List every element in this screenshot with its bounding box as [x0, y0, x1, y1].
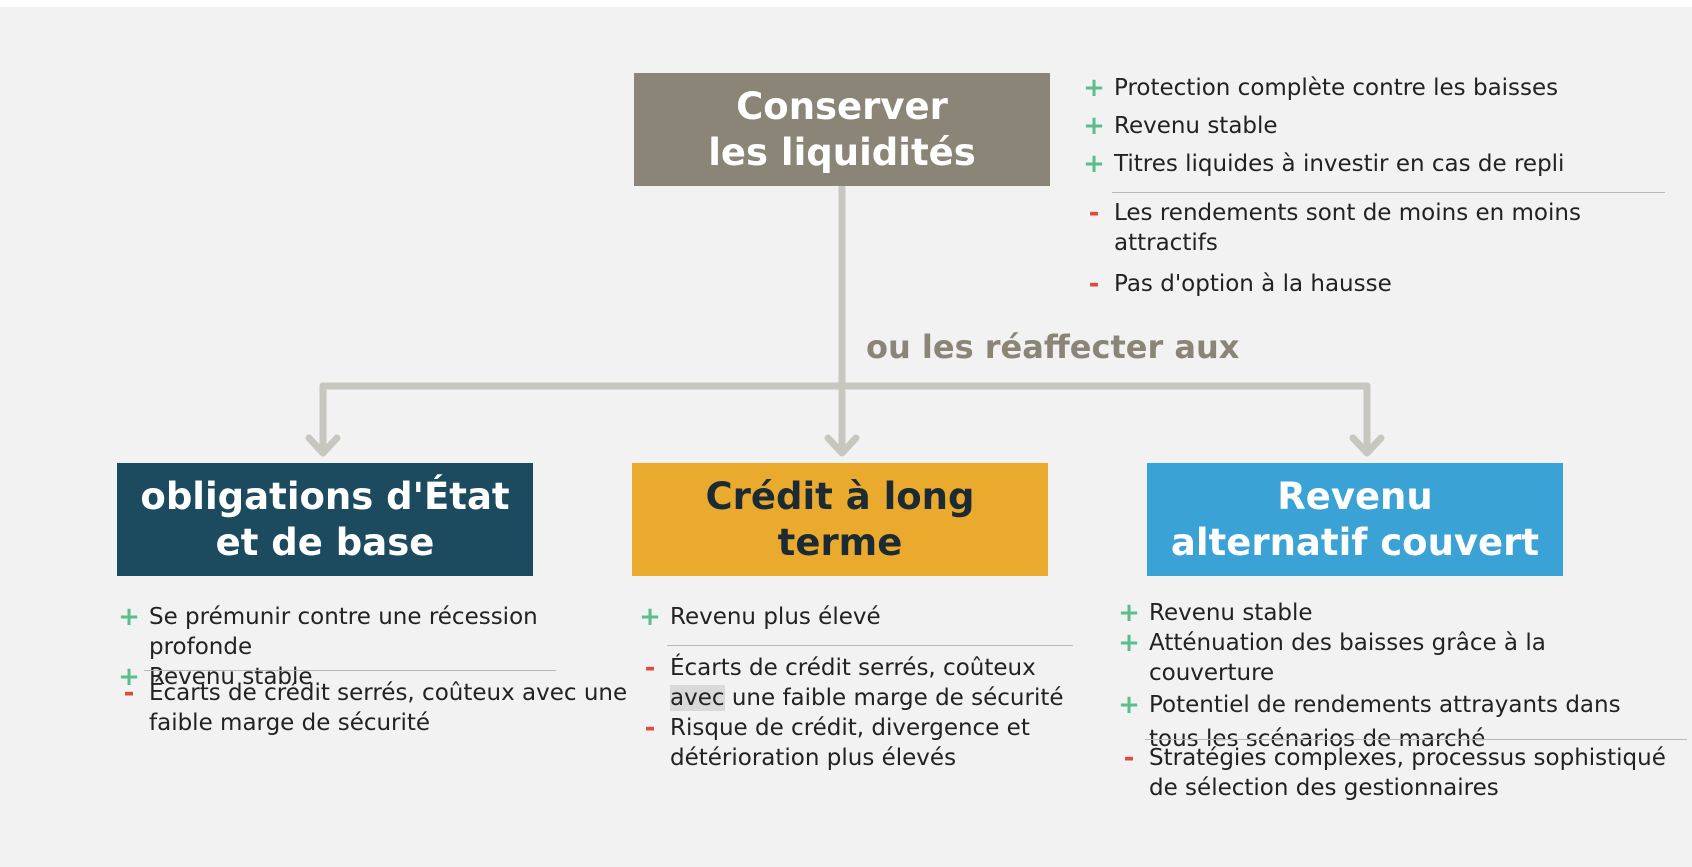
- connector-label: ou les réaffecter aux: [866, 328, 1240, 366]
- divider: [144, 670, 556, 671]
- list-item: +Revenu plus élevé: [639, 602, 881, 632]
- minus-icon: -: [1123, 743, 1135, 773]
- list-item: -Les rendements sont de moins en moins a…: [1082, 198, 1682, 258]
- plus-icon: +: [1118, 690, 1140, 720]
- credit-title: Crédit à long terme: [705, 474, 975, 564]
- list-item: -Écarts de crédit serrés, coûteux avec u…: [117, 678, 637, 738]
- plus-icon: +: [1118, 598, 1140, 628]
- alt-pros-list: +Revenu stable +Atténuation des baisses …: [1117, 598, 1677, 756]
- list-item: +Se prémunir contre une récession profon…: [118, 602, 538, 660]
- list-item: -Risque de crédit, divergence et détério…: [638, 713, 1078, 773]
- cash-box: Conserver les liquidités: [634, 73, 1050, 186]
- plus-icon: +: [1118, 628, 1140, 658]
- alt-income-box: Revenu alternatif couvert: [1147, 463, 1563, 576]
- highlighted-word: avec: [670, 685, 725, 711]
- list-item: +Titres liquides à investir en cas de re…: [1083, 149, 1565, 179]
- divider: [1145, 739, 1687, 740]
- long-credit-box: Crédit à long terme: [632, 463, 1048, 576]
- alt-title-line2: alternatif couvert: [1170, 520, 1540, 564]
- alt-title-line1: Revenu: [1277, 474, 1433, 518]
- list-item: -Écarts de crédit serrés, coûteux avec u…: [638, 653, 1078, 713]
- list-item: +Revenu stable: [1083, 111, 1278, 141]
- arrow-center-icon: [824, 434, 860, 457]
- list-item: -Pas d'option à la hausse: [1082, 269, 1682, 299]
- cash-title-line1: Conserver: [736, 84, 948, 128]
- cash-title-line2: les liquidités: [708, 130, 976, 174]
- list-item: -Stratégies complexes, processus sophist…: [1117, 743, 1677, 803]
- list-item: +Atténuation des baisses grâce à la couv…: [1118, 628, 1546, 686]
- list-item: +Revenu stable: [118, 662, 313, 692]
- minus-icon: -: [123, 678, 135, 708]
- plus-icon: +: [639, 602, 661, 632]
- cash-cons-list: -Les rendements sont de moins en moins a…: [1082, 198, 1682, 310]
- plus-icon: +: [1083, 149, 1105, 179]
- divider: [1112, 192, 1665, 193]
- divider: [667, 645, 1073, 646]
- list-item: +Protection complète contre les baisses: [1083, 73, 1559, 103]
- credit-cons-list: -Écarts de crédit serrés, coûteux avec u…: [638, 653, 1078, 773]
- plus-icon: +: [118, 662, 140, 692]
- cash-pros-list: +Protection complète contre les baisses …: [1082, 73, 1682, 187]
- gov-pros-list: +Se prémunir contre une récession profon…: [117, 602, 637, 692]
- credit-pros-list: +Revenu plus élevé: [638, 602, 1078, 632]
- minus-icon: -: [644, 713, 656, 743]
- plus-icon: +: [1083, 73, 1105, 103]
- gov-cons-list: -Écarts de crédit serrés, coûteux avec u…: [117, 678, 637, 738]
- minus-icon: -: [1088, 269, 1100, 299]
- minus-icon: -: [1088, 198, 1100, 228]
- arrow-left-icon: [305, 434, 341, 457]
- alt-cons-list: -Stratégies complexes, processus sophist…: [1117, 743, 1677, 803]
- minus-icon: -: [644, 653, 656, 683]
- plus-icon: +: [1083, 111, 1105, 141]
- arrow-right-icon: [1349, 434, 1385, 457]
- list-item: +Revenu stable: [1118, 598, 1313, 628]
- plus-icon: +: [118, 602, 140, 632]
- gov-bonds-box: obligations d'État et de base: [117, 463, 533, 576]
- gov-title-line1: obligations d'État: [140, 474, 510, 518]
- gov-title-line2: et de base: [215, 520, 435, 564]
